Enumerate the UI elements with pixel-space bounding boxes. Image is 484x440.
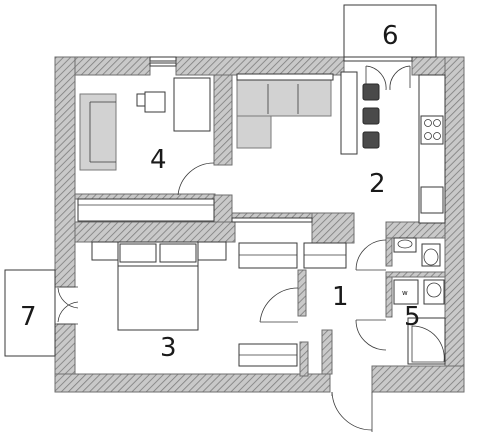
room-3-furniture: [91, 241, 299, 367]
room-1-furniture: [303, 239, 387, 432]
washer-mark: w: [402, 289, 408, 297]
balcony-7: [4, 269, 79, 357]
windows: [149, 56, 413, 67]
room-labels: 6 4 2 1 3 5 7 w: [20, 21, 421, 363]
room-5-furniture: [393, 237, 446, 365]
room-label-3: 3: [160, 333, 177, 363]
room-4-furniture: [77, 77, 215, 222]
room-label-4: 4: [150, 145, 167, 175]
room-2-furniture: [231, 71, 446, 224]
room-label-1: 1: [332, 282, 349, 312]
inner-walls: [74, 74, 446, 377]
outer-walls: [54, 56, 465, 393]
room-label-2: 2: [369, 169, 386, 199]
room-label-5: 5: [404, 302, 421, 332]
room-label-7: 7: [20, 302, 37, 332]
room-label-6: 6: [382, 21, 399, 51]
